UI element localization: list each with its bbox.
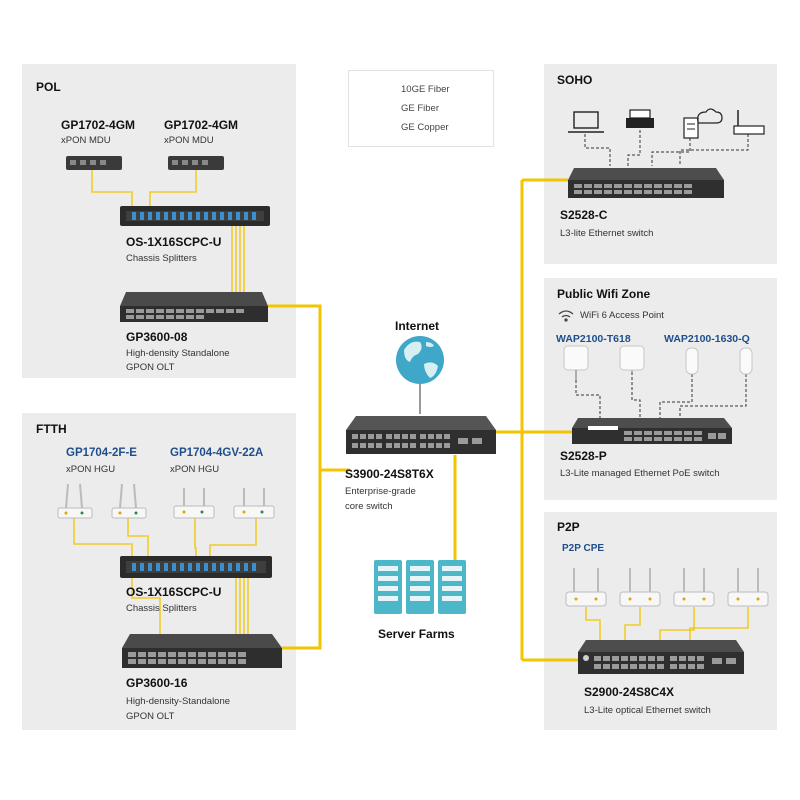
soho-title: SOHO <box>557 73 593 87</box>
wifi-title: Public Wifi Zone <box>557 287 651 301</box>
ftth-hgu-2-desc: xPON HGU <box>170 464 220 475</box>
p2p-panel <box>544 512 777 730</box>
ftth-hgu-3-device <box>173 488 215 519</box>
wifi-ap-label: WiFi 6 Access Point <box>580 310 664 321</box>
router-icon <box>733 110 765 135</box>
server-cloud-icon <box>683 108 723 139</box>
wifi-icon <box>558 310 574 322</box>
p2p-switch-desc: L3-Lite optical Ethernet switch <box>584 705 711 716</box>
pol-mdu-1-desc: xPON MDU <box>61 135 111 146</box>
ftth-hgu-2-device <box>111 483 147 519</box>
p2p-cpe-label: P2P CPE <box>562 543 605 554</box>
pol-olt-desc-2: GPON OLT <box>126 362 175 373</box>
ftth-olt-desc-2: GPON OLT <box>126 711 175 722</box>
ap-4-device <box>739 347 753 375</box>
pol-splitter-desc: Chassis Splitters <box>126 253 197 264</box>
ap-3-device <box>685 347 699 375</box>
legend-10ge-fiber: 10GE Fiber <box>401 84 450 95</box>
p2p-title: P2P <box>557 520 580 534</box>
cpe-2-device <box>619 568 661 607</box>
soho-switch-device <box>568 168 724 198</box>
server-farm-icon <box>374 560 466 614</box>
core-switch-desc-1: Enterprise-grade <box>345 486 416 497</box>
ge-fiber-links <box>73 170 749 640</box>
ftth-olt-name: GP3600-16 <box>126 676 188 690</box>
cpe-3-device <box>673 568 715 607</box>
ftth-splitter-desc: Chassis Splitters <box>126 603 197 614</box>
core-switch-name: S3900-24S8T6X <box>345 467 434 481</box>
ftth-hgu-1-desc: xPON HGU <box>66 464 116 475</box>
ftth-hgu-2-name: GP1704-4GV-22A <box>170 447 264 459</box>
pol-splitter-device <box>120 206 270 226</box>
pol-olt-name: GP3600-08 <box>126 330 188 344</box>
p2p-switch-name: S2900-24S8C4X <box>584 685 675 699</box>
cpe-1-device <box>565 568 607 607</box>
legend: 10GE Fiber GE Fiber GE Copper <box>348 70 494 147</box>
soho-switch-name: S2528-C <box>560 208 608 222</box>
wifi-switch-name: S2528-P <box>560 449 607 463</box>
ftth-hgu-1-name: GP1704-2F-E <box>66 447 137 459</box>
backbone-links <box>268 178 580 662</box>
ftth-hgu-1-device <box>57 483 93 519</box>
ftth-olt-desc-1: High-density-Standalone <box>126 696 231 707</box>
pol-mdu-2-device <box>168 156 224 170</box>
pol-mdu-2-desc: xPON MDU <box>164 135 214 146</box>
link-ftth-olt-core <box>282 470 322 650</box>
ftth-splitter-name: OS-1X16SCPC-U <box>126 585 222 599</box>
legend-ge-fiber: GE Fiber <box>401 103 440 114</box>
soho-panel <box>544 64 777 264</box>
ftth-hgu-4-device <box>233 488 275 519</box>
ftth-title: FTTH <box>36 422 67 436</box>
pol-mdu-1-device <box>66 156 122 170</box>
ap-2-device <box>619 345 645 372</box>
ftth-olt-device <box>122 634 282 668</box>
wifi-panel <box>544 278 777 500</box>
internet-label: Internet <box>395 319 440 333</box>
pol-mdu-2-name: GP1702-4GM <box>164 118 239 132</box>
pol-olt-desc-1: High-density Standalone <box>126 348 230 359</box>
ge-copper-links <box>575 130 749 418</box>
pol-title: POL <box>36 80 61 94</box>
server-farms-label: Server Farms <box>378 627 455 641</box>
ftth-splitter-device <box>120 556 272 578</box>
internet-globe-icon <box>396 336 444 384</box>
pol-mdu-1-name: GP1702-4GM <box>61 118 136 132</box>
pol-splitter-name: OS-1X16SCPC-U <box>126 235 222 249</box>
core-switch-desc-2: core switch <box>345 501 393 512</box>
wifi-switch-device <box>572 418 732 444</box>
soho-switch-desc: L3-lite Ethernet switch <box>560 228 654 239</box>
ap-1-device <box>563 345 589 380</box>
core-switch-device <box>346 416 496 454</box>
pol-olt-device <box>120 292 268 322</box>
p2p-switch-device <box>578 640 744 674</box>
printer-icon <box>626 109 654 128</box>
wifi-ap-2-name: WAP2100-1630-Q <box>664 333 750 345</box>
laptop-icon <box>568 111 604 133</box>
legend-ge-copper: GE Copper <box>401 122 449 133</box>
link-pol-olt-core <box>268 304 350 472</box>
wifi-switch-desc: L3-Lite managed Ethernet PoE switch <box>560 468 720 479</box>
cpe-4-device <box>727 568 769 607</box>
wifi-ap-1-name: WAP2100-T618 <box>556 333 631 345</box>
